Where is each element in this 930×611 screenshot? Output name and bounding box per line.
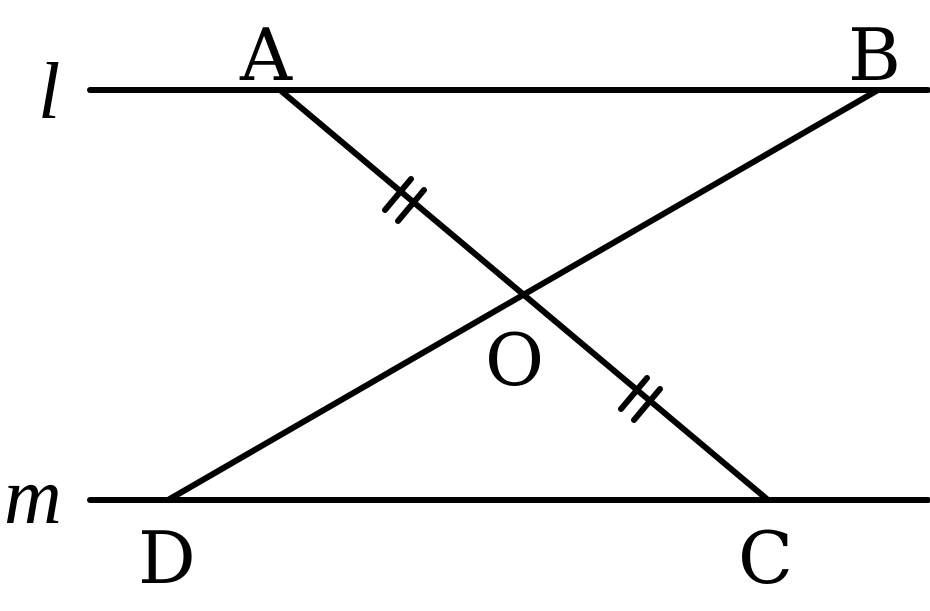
label-line-l: l [38,48,60,136]
label-point-D: D [138,516,196,600]
segment-BD [165,87,881,503]
label-point-O: O [485,318,544,402]
tick-marks-OC [618,375,663,423]
label-point-C: C [738,516,793,600]
label-point-B: B [848,13,901,97]
label-point-A: A [239,13,293,97]
tick-marks-AO [382,176,427,224]
label-line-m: m [4,453,62,541]
